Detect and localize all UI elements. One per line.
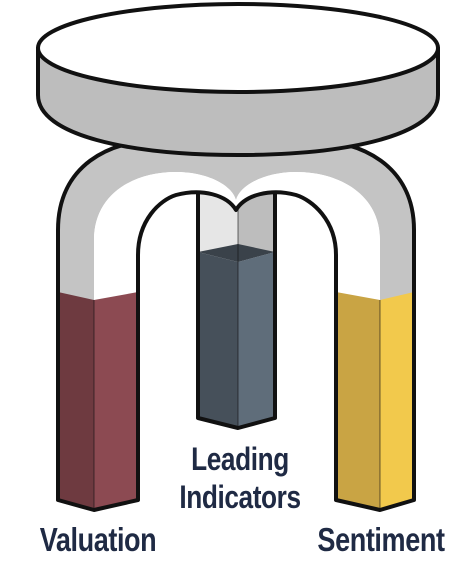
leading-leg-left-face: [198, 252, 238, 428]
valuation-label: Valuation: [32, 522, 163, 558]
leading-label-line2: Indicators: [166, 478, 314, 516]
sentiment-leg: [336, 292, 414, 510]
leading-indicators-label: Leading Indicators: [166, 440, 314, 516]
sentiment-label: Sentiment: [311, 522, 450, 558]
sentiment-leg-left-face: [336, 292, 380, 510]
sentiment-leg-right-face: [380, 292, 414, 510]
leading-label-line1: Leading: [166, 440, 314, 478]
valuation-leg-right-face: [94, 292, 138, 510]
valuation-leg: [58, 292, 138, 510]
leading-leg-right-face: [238, 252, 275, 428]
seat-top: [38, 4, 438, 92]
leading-indicators-leg: [198, 190, 275, 428]
stool-seat: [38, 4, 438, 155]
valuation-leg-left-face: [58, 292, 94, 510]
